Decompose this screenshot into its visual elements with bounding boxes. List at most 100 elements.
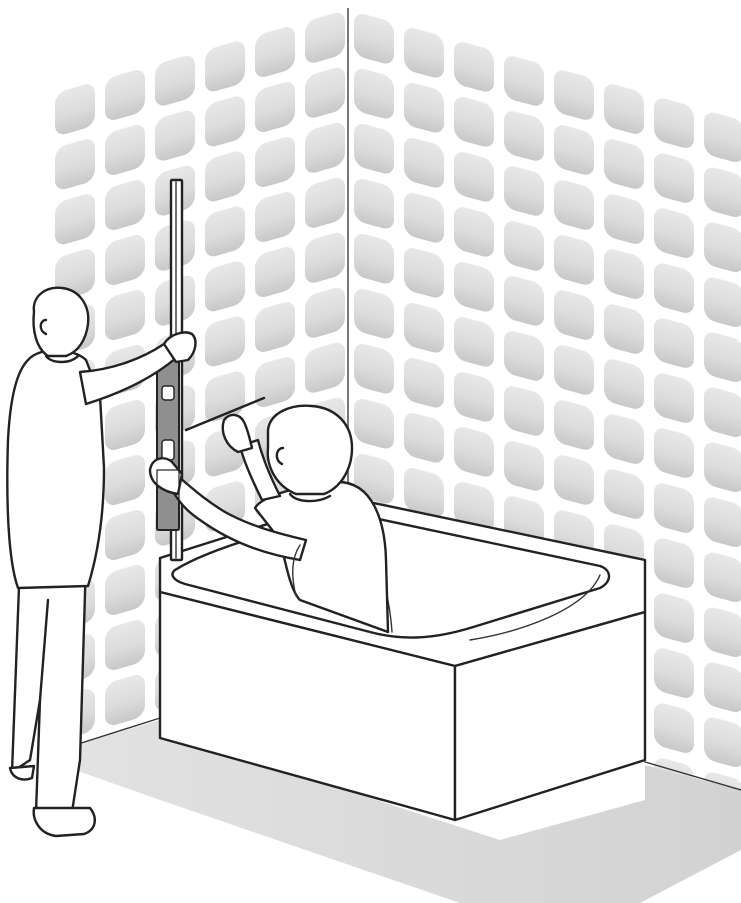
spirit-level-icon [157,360,179,530]
wall-tile [105,287,145,342]
wall-tile [704,495,741,550]
wall-tile [654,96,694,151]
wall-tile [354,396,394,451]
wall-tile [105,617,145,672]
wall-tile [105,122,145,177]
wall-tile [105,67,145,122]
wall-tile [704,165,741,220]
wall-tile [105,562,145,617]
wall-tile [604,247,644,302]
wall-tile [604,82,644,137]
wall-tile [404,80,444,135]
wall-tile [604,467,644,522]
wall-tile [704,440,741,495]
wall-tile [305,10,345,65]
wall-tile [354,341,394,396]
wall-tile [404,410,444,465]
wall-tile [205,149,245,204]
wall-tile [654,426,694,481]
wall-tile [604,137,644,192]
wall-tile [404,135,444,190]
wall-tile [454,425,494,480]
wall-tile [205,314,245,369]
wall-tile [55,192,95,247]
wall-tile [255,24,295,79]
wall-tile [404,245,444,300]
wall-tile [704,385,741,440]
wall-tile [604,412,644,467]
wall-tile [704,660,741,715]
wall-tile [704,275,741,330]
wall-tile [55,137,95,192]
wall-tile [654,151,694,206]
wall-tile [105,507,145,562]
wall-tile [255,244,295,299]
wall-tile [354,66,394,121]
wall-tile [354,286,394,341]
wall-tile [105,232,145,287]
wall-tile [255,79,295,134]
wall-tile [554,233,594,288]
wall-tile [205,204,245,259]
wall-tile [654,206,694,261]
wall-tile [454,370,494,425]
wall-tile [554,68,594,123]
wall-tile [704,110,741,165]
wall-tile [504,164,544,219]
wall-tile [454,95,494,150]
wall-tile [404,300,444,355]
wall-tile [255,299,295,354]
wall-tile [255,189,295,244]
wall-tile [654,701,694,756]
wall-tile [504,329,544,384]
wall-tile [205,39,245,94]
wall-tile [504,54,544,109]
wall-tile [105,397,145,452]
wall-tile [704,605,741,660]
wall-tile [255,354,295,409]
wall-tile [554,288,594,343]
wall-tile [354,176,394,231]
wall-tile [604,302,644,357]
wall-tile [105,672,145,727]
wall-tile [404,355,444,410]
wall-tile [554,123,594,178]
wall-tile [704,715,741,770]
wall-tile [354,121,394,176]
wall-tile [155,108,195,163]
wall-tile [504,384,544,439]
wall-tile [305,65,345,120]
wall-tile [654,481,694,536]
wall-tile [654,371,694,426]
wall-tile [554,398,594,453]
wall-tile [504,109,544,164]
wall-tile [454,40,494,95]
wall-tile [354,11,394,66]
wall-tile [105,177,145,232]
wall-tile [454,205,494,260]
wall-tile [704,330,741,385]
wall-tile [554,453,594,508]
wall-tile [604,357,644,412]
wall-tile [504,219,544,274]
wall-tile [305,120,345,175]
wall-tile [305,175,345,230]
wall-tile [305,230,345,285]
wall-tile [654,316,694,371]
wall-tile [55,82,95,137]
wall-tile [305,340,345,395]
wall-tile [205,94,245,149]
wall-tile [155,53,195,108]
wall-tile [504,274,544,329]
wall-tile [205,259,245,314]
wall-tile [404,25,444,80]
wall-tile [554,343,594,398]
wall-tile [305,285,345,340]
wall-tile [704,550,741,605]
wall-tile [454,260,494,315]
wall-tile [704,220,741,275]
wall-tile [354,231,394,286]
wall-tile [654,646,694,701]
wall-tile [454,150,494,205]
